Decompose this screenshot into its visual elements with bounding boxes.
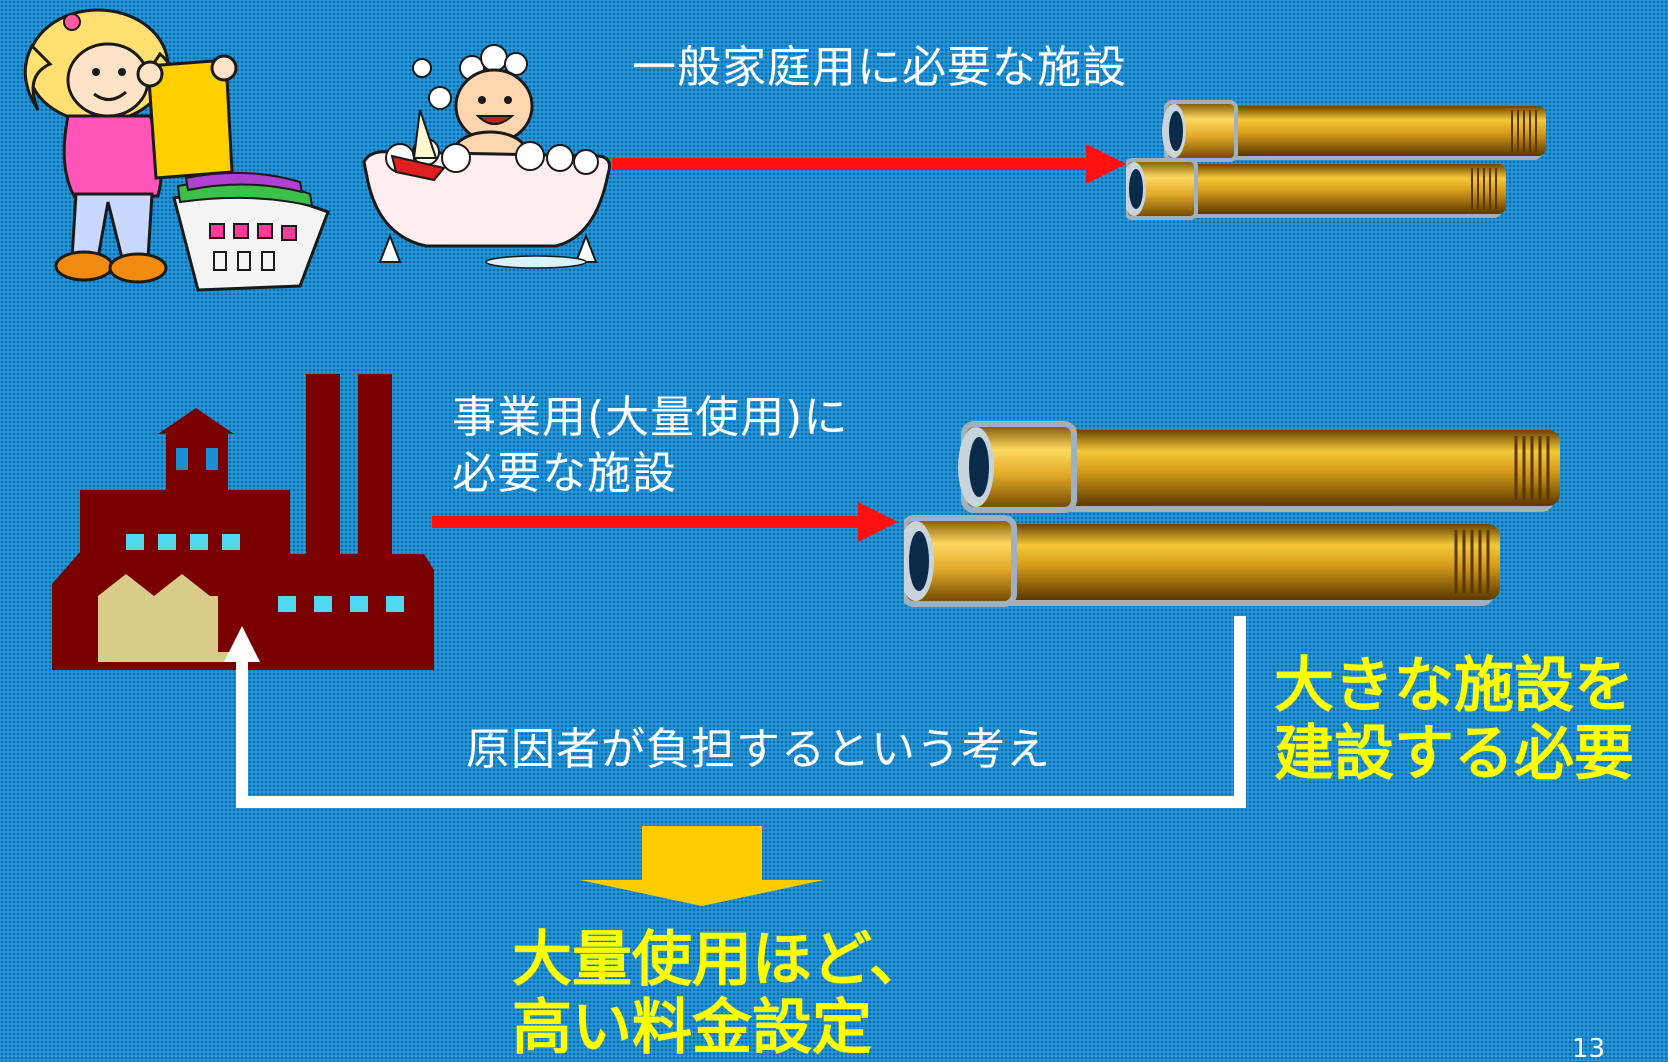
factory-icon bbox=[52, 374, 434, 670]
household-arrow bbox=[612, 144, 1126, 184]
large-pipes-icon bbox=[904, 421, 1560, 607]
business-arrow bbox=[432, 502, 898, 542]
business-caption-line1: 事業用(大量使用)に bbox=[452, 392, 849, 443]
feedback-connector bbox=[224, 616, 1246, 808]
business-caption-line2: 必要な施設 bbox=[452, 448, 677, 499]
small-pipes-icon bbox=[1126, 100, 1546, 220]
conclusion-line2: 高い料金設定 bbox=[512, 993, 872, 1062]
cause-bearer-caption: 原因者が負担するという考え bbox=[466, 724, 1051, 775]
down-arrow bbox=[580, 826, 824, 906]
conclusion-line1: 大量使用ほど、 bbox=[512, 925, 929, 995]
household-caption: 一般家庭用に必要な施設 bbox=[632, 42, 1127, 93]
big-facility-line1: 大きな施設を bbox=[1274, 651, 1634, 721]
slide-number: 13 bbox=[1572, 1034, 1606, 1062]
bathtub-child-icon bbox=[362, 44, 611, 269]
big-facility-line2: 建設する必要 bbox=[1274, 719, 1634, 789]
laundry-girl-icon bbox=[23, 8, 330, 292]
